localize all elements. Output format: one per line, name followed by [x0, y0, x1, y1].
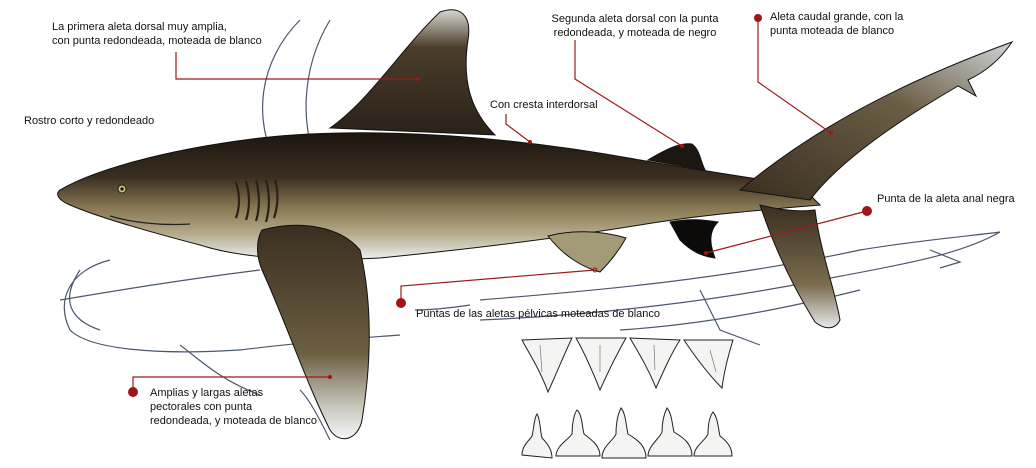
caudal-fin-lower: [759, 204, 841, 329]
label-second-dorsal-fin: Segunda aleta dorsal con la punta redond…: [551, 13, 719, 39]
caudal-fin-upper: [738, 41, 1014, 201]
first-dorsal-fin: [328, 9, 497, 136]
anal-fin: [669, 219, 720, 259]
label-first-dorsal-fin: La primera aleta dorsal muy amplia, con …: [52, 21, 262, 47]
mouth: [109, 215, 191, 226]
leader-first-dorsal: [175, 52, 418, 80]
label-interdorsal-ridge: Con cresta interdorsal: [490, 99, 598, 111]
leader-second-dorsal: [574, 40, 683, 147]
pectoral-fin: [257, 224, 370, 440]
leader-anal: [705, 210, 868, 254]
gill-slits: [234, 179, 279, 223]
lower-teeth: [521, 407, 733, 459]
leader-interdorsal: [505, 114, 531, 143]
leader-pelvic: [400, 269, 596, 302]
leader-markers: [128, 14, 872, 397]
label-anal-fin: Punta de la aleta anal negra: [877, 193, 1015, 205]
second-dorsal-fin: [646, 143, 706, 171]
label-snout: Rostro corto y redondeado: [24, 115, 155, 127]
pelvic-fin: [547, 231, 627, 273]
label-caudal-fin: Aleta caudal grande, con la punta motead…: [770, 11, 904, 37]
shark-body: [57, 132, 822, 260]
leader-caudal: [757, 20, 832, 134]
upper-teeth: [521, 337, 734, 394]
label-pelvic-fins: Puntas de las aletas pélvicas moteadas d…: [416, 308, 660, 320]
label-pectoral-fins: Amplias y largas aletas pectorales con p…: [150, 387, 317, 427]
background-sketch-outline: [59, 19, 1001, 441]
